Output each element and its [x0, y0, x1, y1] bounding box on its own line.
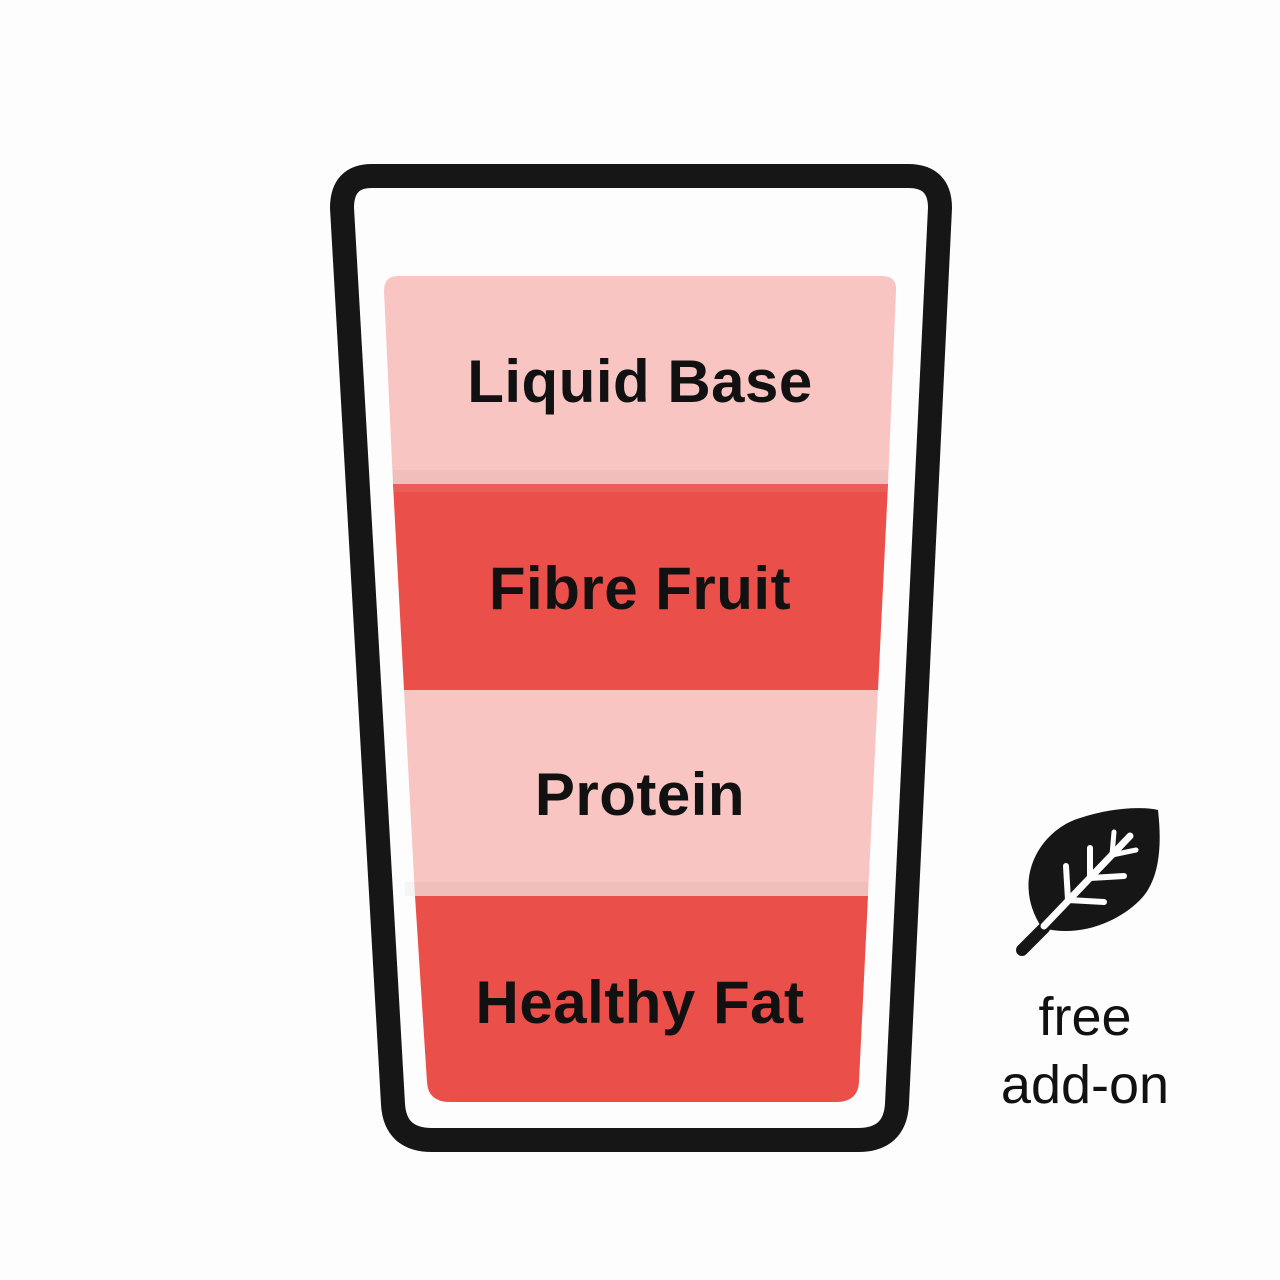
layer-label-healthy-fat: Healthy Fat: [475, 969, 805, 1036]
leaf-icon: [1016, 808, 1160, 956]
layer-protein: [404, 690, 878, 896]
cup-outline: [330, 164, 952, 1152]
addon-label-line-1: free: [1038, 987, 1132, 1047]
layer-label-protein: Protein: [534, 761, 746, 828]
addon-label-line-2: add-on: [1000, 1055, 1170, 1115]
layer-fibre-fruit: [393, 484, 888, 690]
layer-liquid-base-shade: [393, 470, 888, 484]
layer-label-fibre-fruit: Fibre Fruit: [488, 555, 792, 622]
layer-label-liquid-base: Liquid Base: [467, 348, 813, 415]
layer-liquid-base: [384, 276, 897, 484]
layer-protein-shade: [405, 882, 868, 896]
layer-healthy-fat: [415, 896, 868, 1102]
layer-fibre-fruit-highlight: [394, 484, 887, 492]
